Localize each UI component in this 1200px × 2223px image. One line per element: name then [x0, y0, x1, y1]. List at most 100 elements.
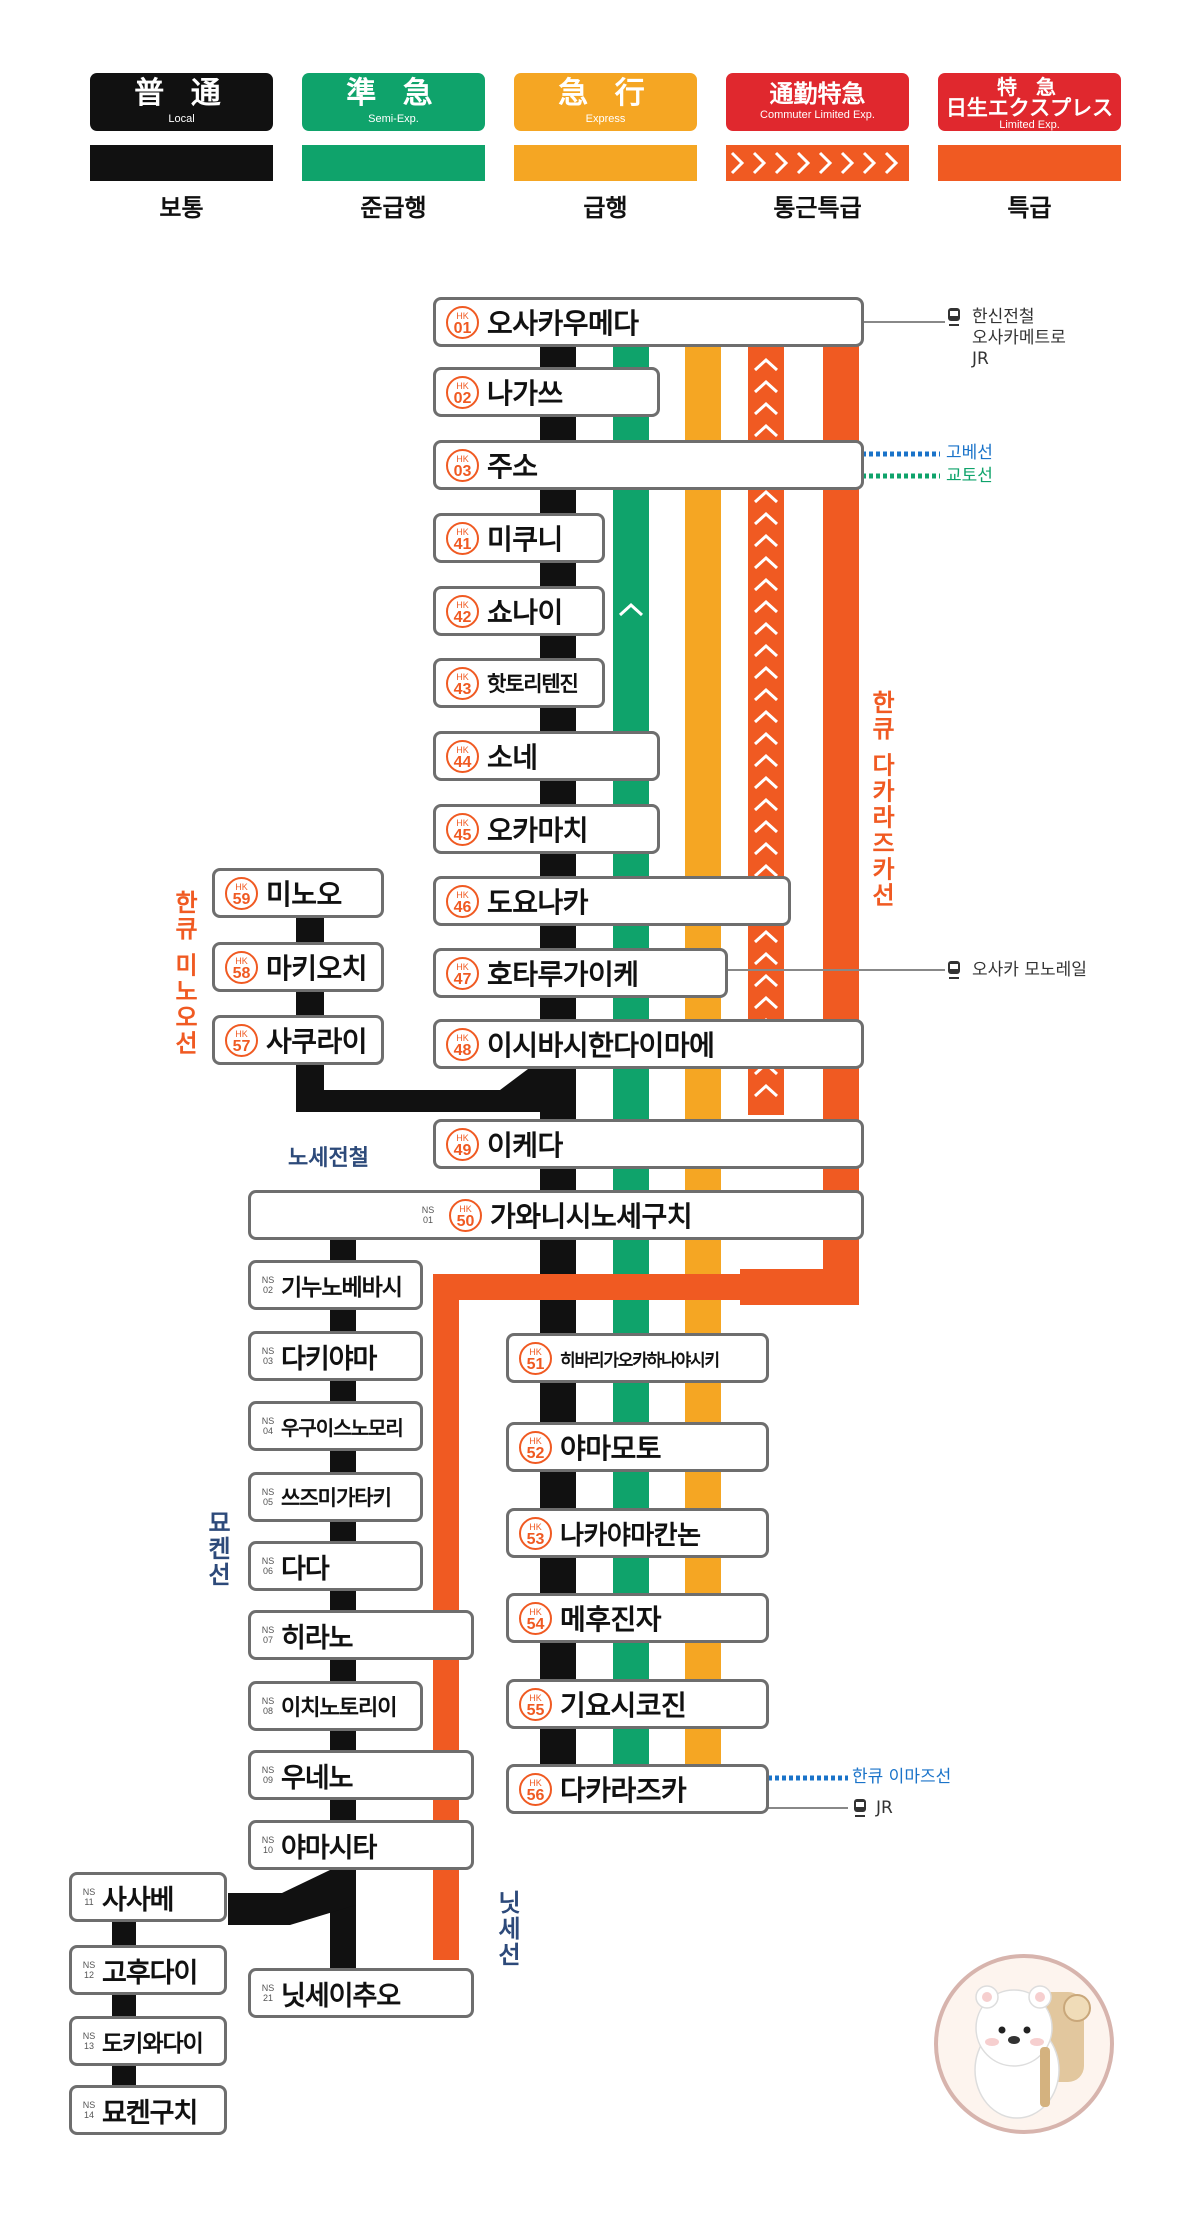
legend-jp-limited: 特 急 — [997, 75, 1062, 99]
legend-en-local: Local — [168, 113, 195, 125]
legend-badge-limited: 特 急 日生エクスプレス Limited Exp. — [938, 73, 1121, 131]
station-name: 고후다이 — [102, 1957, 198, 1989]
station-name: 쓰즈미가타키 — [281, 1486, 392, 1510]
station-name: 미노오 — [266, 878, 342, 911]
jr-icon — [852, 1798, 868, 1822]
station-name: 기누노베바시 — [281, 1275, 403, 1301]
connection-imazu-line: 한큐 이마즈선 — [852, 1767, 952, 1787]
station-name: 쇼나이 — [487, 596, 563, 629]
station-name: 호타루가이케 — [487, 958, 639, 991]
station-name: 야마모토 — [560, 1432, 662, 1465]
connection-kyoto-line: 교토선 — [946, 466, 993, 486]
station-name: 우구이스노모리 — [281, 1415, 404, 1440]
station-name: 이시바시한다이마에 — [487, 1029, 715, 1062]
station-name: 다카라즈카 — [560, 1774, 687, 1807]
legend-ko-local: 보통 — [159, 194, 204, 222]
legend-jp-commuter: 通勤特急 — [769, 80, 866, 108]
station-name: 묘켄구치 — [102, 2097, 198, 2129]
legend-jp2-limited: 日生エクスプレス — [945, 96, 1114, 120]
label-minoo-line: 한큐 미노오선 — [170, 890, 198, 1057]
station-name: 우네노 — [281, 1762, 354, 1794]
station-name: 야마시타 — [281, 1832, 377, 1864]
station-name: 히바리가오카하나야시키 — [560, 1350, 720, 1371]
station-name: 히라노 — [281, 1622, 354, 1654]
line-minoo-link — [296, 1060, 558, 1112]
legend-bar-limited — [938, 145, 1121, 181]
legend-bar-commuter — [726, 145, 909, 181]
legend-ko-express: 급행 — [583, 194, 628, 222]
legend-en-limited: Limited Exp. — [999, 119, 1060, 131]
line-myoken — [112, 1910, 136, 2110]
line-myoken-link — [228, 1870, 356, 1925]
bear-mascot-image — [934, 1954, 1114, 2134]
legend-jp-semi-exp: 準 急 — [346, 76, 441, 111]
station-name: 나카야마칸논 — [560, 1520, 701, 1551]
label-nose-railway: 노세전철 — [288, 1146, 369, 1171]
station-name: 다다 — [281, 1553, 330, 1585]
semi-exp-mark-1 — [618, 602, 644, 617]
legend-bar-semi-exp — [302, 145, 485, 181]
legend-badge-express: 急 行 Express — [514, 73, 697, 131]
station-name: 도키와다이 — [102, 2031, 204, 2057]
legend-bar-local — [90, 145, 273, 181]
legend-jp-express: 急 行 — [558, 76, 653, 111]
legend-ko-limited: 특급 — [1007, 194, 1052, 222]
station-name: 다키야마 — [281, 1343, 377, 1375]
label-myoken-line: 묘켄선 — [203, 1510, 231, 1588]
legend-ko-commuter: 통근특급 — [773, 194, 862, 222]
legend-en-commuter: Commuter Limited Exp. — [760, 109, 875, 121]
